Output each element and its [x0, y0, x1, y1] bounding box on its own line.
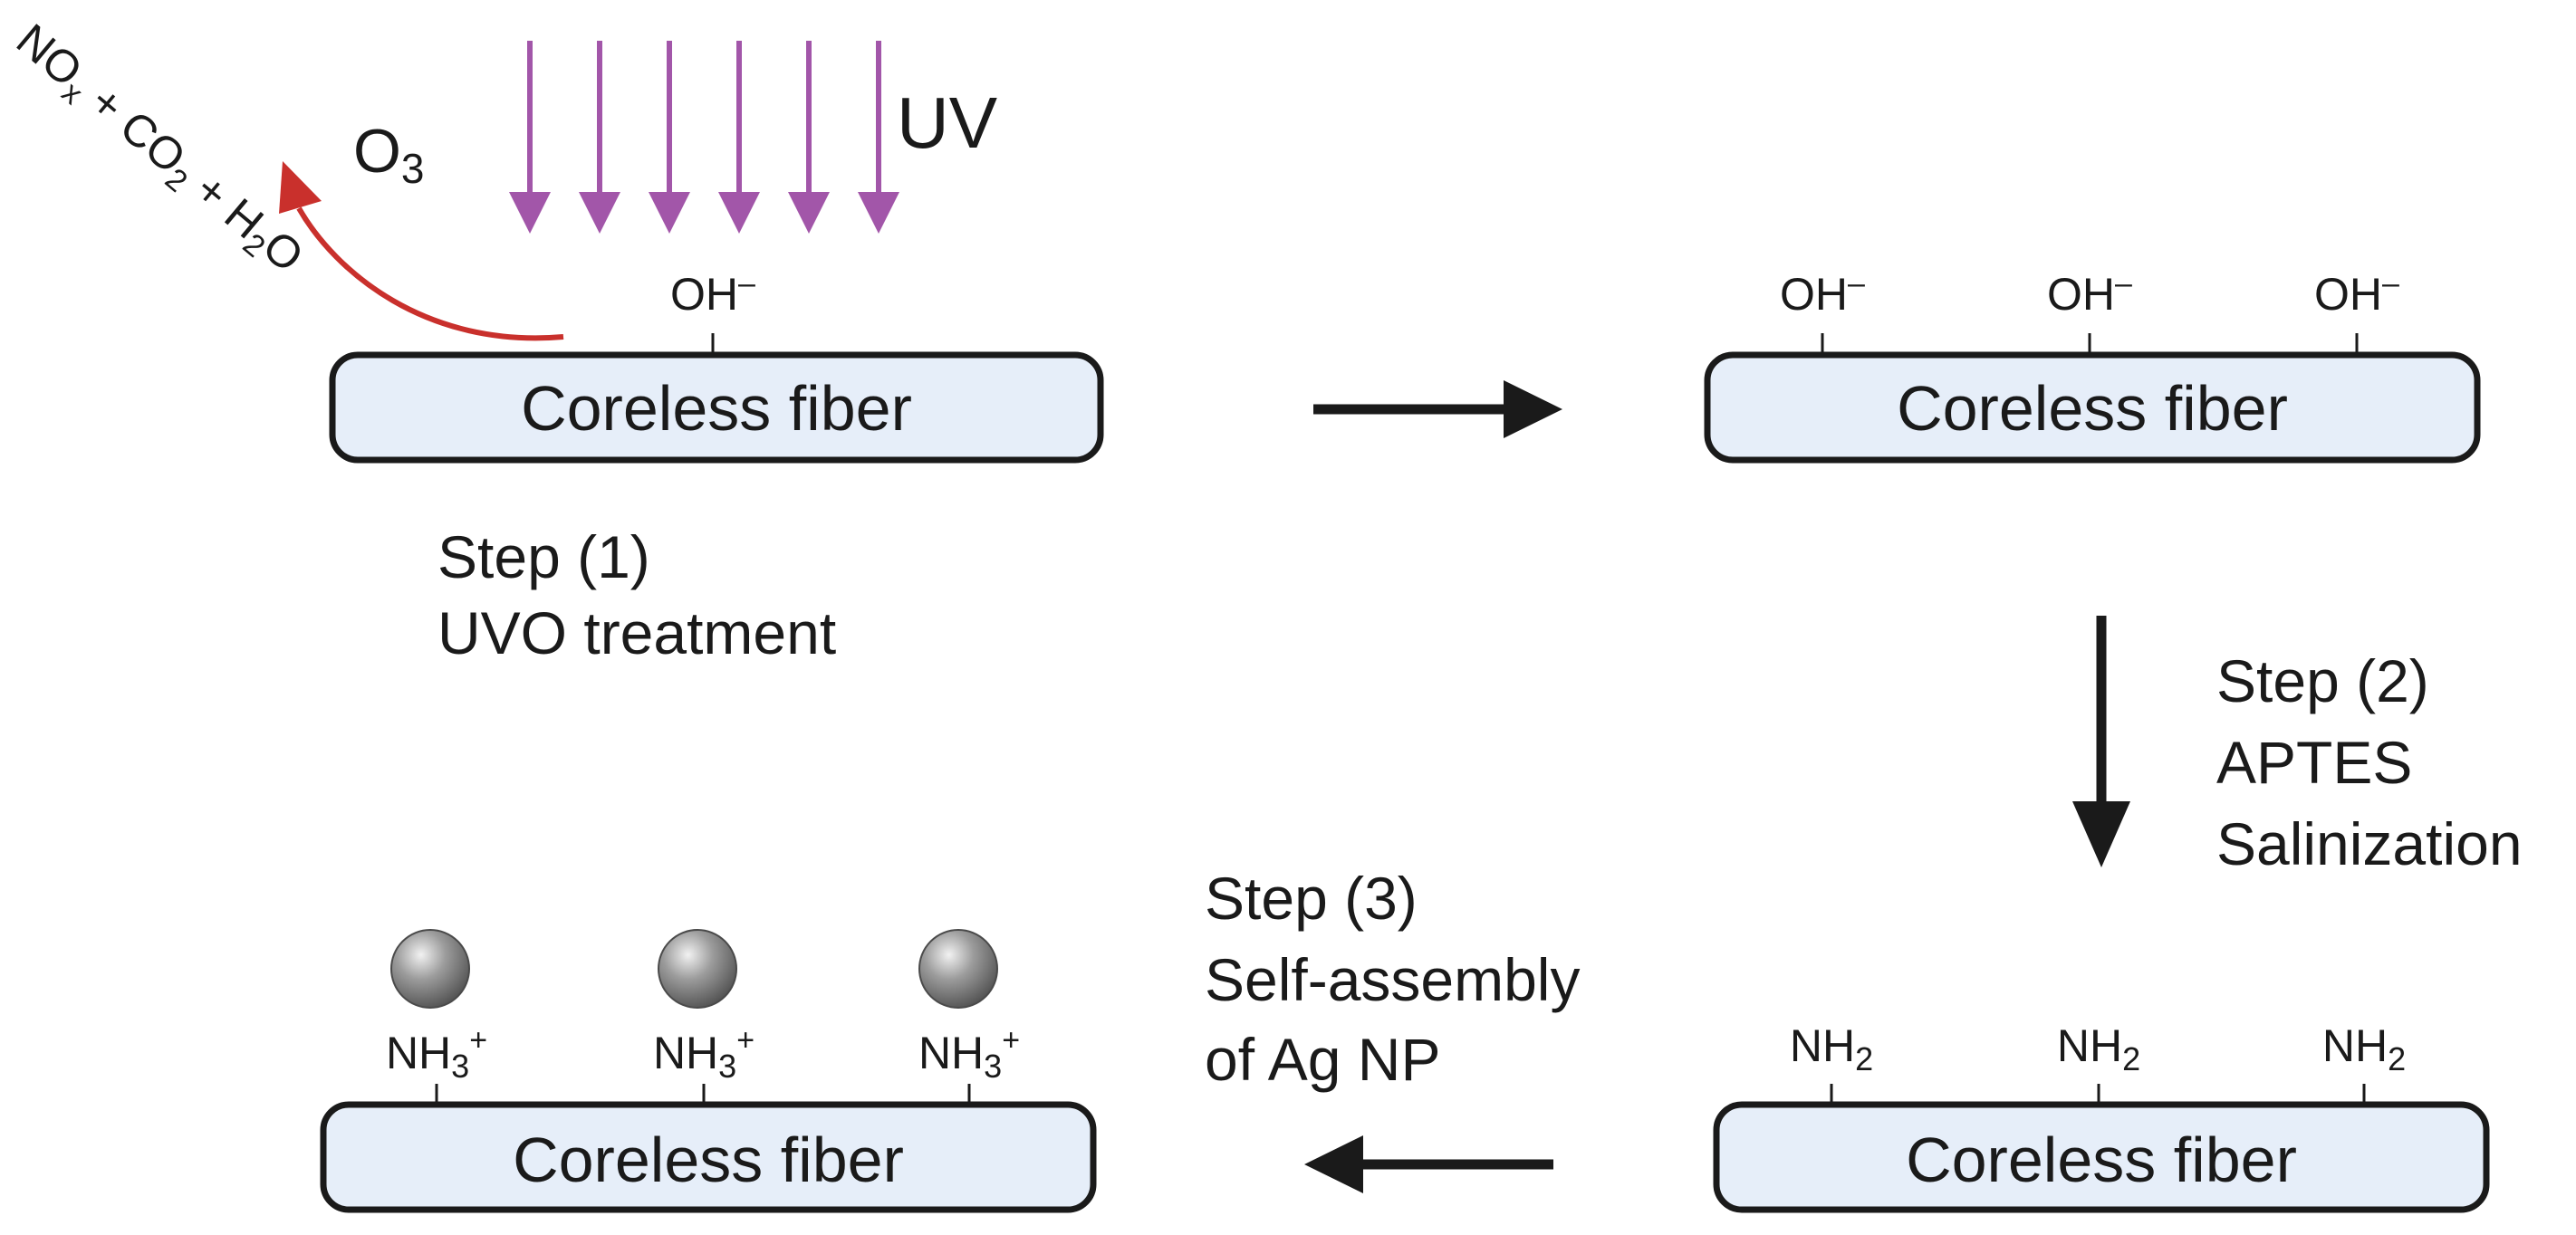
arrow-down-icon	[2072, 616, 2130, 867]
exhaust-arrow	[279, 161, 564, 341]
uv-arrow-icon	[579, 41, 620, 234]
uv-arrow-icon	[718, 41, 760, 234]
uv-arrow-icon	[788, 41, 830, 234]
step2-label: Step (2) APTES Salinization	[2216, 647, 2523, 877]
amine-group-label: NH2	[1790, 1020, 1873, 1077]
hydroxyl-group-label: OH–	[1780, 266, 1865, 320]
uv-arrow-icon	[858, 41, 899, 234]
fiber-stage-4: NH3+ NH3+ NH3+ Coreless fiber	[320, 929, 1097, 1213]
fiber-label: Coreless fiber	[521, 373, 912, 444]
amine-group-label: NH2	[2322, 1020, 2406, 1077]
exhaust-products-label: NOx + CO2 + H2O	[3, 14, 312, 287]
fiber-stage-2: OH– OH– OH– Coreless fiber	[1704, 266, 2481, 464]
silver-nanoparticle-icon	[658, 929, 737, 1009]
fiber-stage-3: NH2 NH2 NH2 Coreless fiber	[1713, 1020, 2490, 1213]
uv-label: UV	[897, 82, 998, 163]
silver-nanoparticle-icon	[390, 929, 470, 1009]
uv-arrow-icon	[509, 41, 551, 234]
uv-arrows	[509, 41, 899, 234]
hydroxyl-group-label: OH–	[670, 266, 755, 320]
ammonium-group-label: NH3+	[386, 1023, 487, 1085]
fiber-label: Coreless fiber	[1897, 373, 2288, 444]
amine-group-label: NH2	[2057, 1020, 2140, 1077]
ammonium-group-label: NH3+	[918, 1023, 1020, 1085]
fiber-label: Coreless fiber	[1906, 1125, 2297, 1195]
hydroxyl-group-label: OH–	[2047, 266, 2132, 320]
silver-nanoparticle-icon	[918, 929, 998, 1009]
arrow-left-icon	[1304, 1135, 1553, 1193]
ammonium-group-label: NH3+	[653, 1023, 755, 1085]
fiber-stage-1: OH– Coreless fiber	[329, 266, 1104, 464]
arrow-right-icon	[1313, 380, 1562, 438]
step3-label: Step (3) Self-assembly of Ag NP	[1205, 865, 1597, 1093]
step1-label: Step (1) UVO treatment	[437, 523, 836, 666]
fiber-label: Coreless fiber	[513, 1125, 904, 1195]
ozone-label: O3	[353, 117, 425, 192]
uv-arrow-icon	[649, 41, 690, 234]
hydroxyl-group-label: OH–	[2314, 266, 2399, 320]
